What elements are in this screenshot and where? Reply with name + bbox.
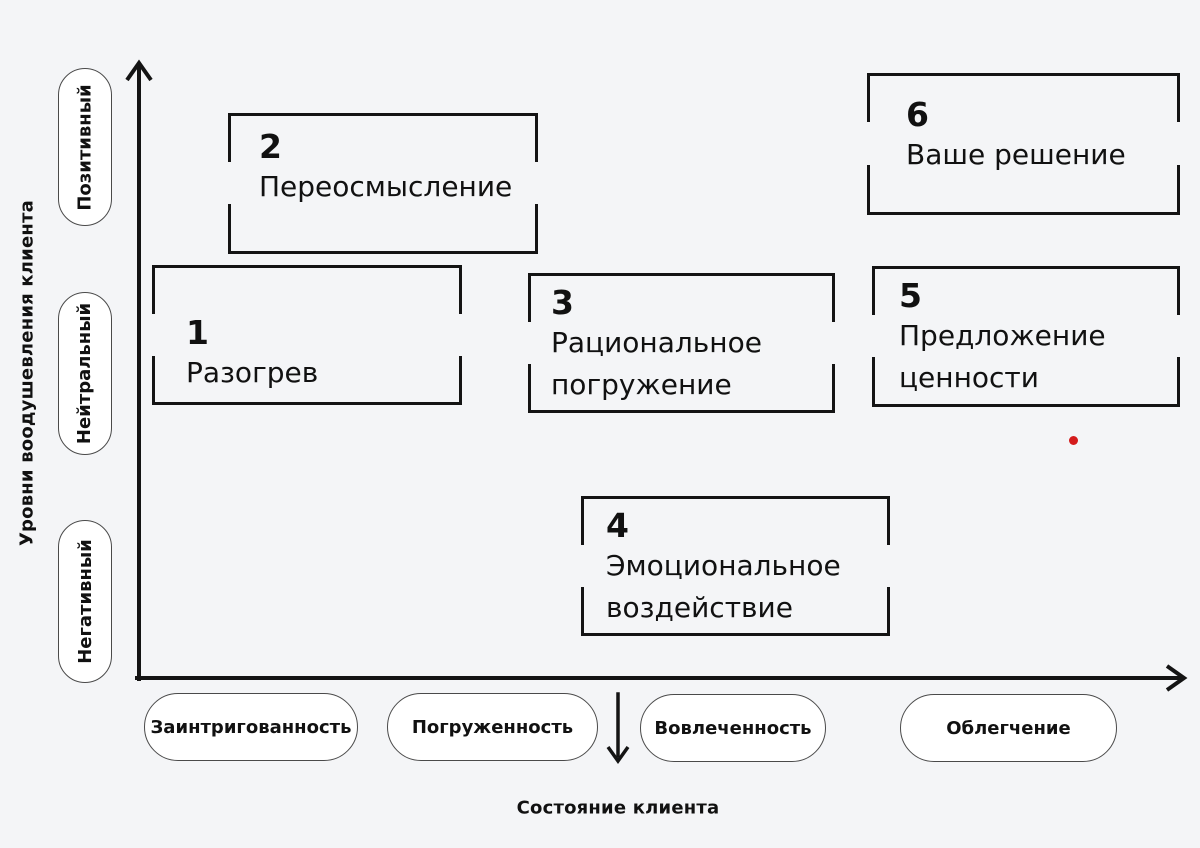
stage-title: Переосмысление — [259, 169, 513, 203]
y-axis-arrow-icon — [125, 59, 153, 82]
stage-title: Рациональное погружение — [551, 325, 762, 401]
x-tick-involvement: Вовлеченность — [640, 694, 826, 762]
x-tick-relief: Облегчение — [900, 694, 1117, 762]
stage-title: Эмоциональное воздействие — [606, 548, 841, 624]
x-tick-immersion: Погруженность — [387, 693, 598, 761]
y-axis-label: Уровни воодушевления клиента — [16, 199, 38, 547]
y-tick-neutral: Нейтральный — [58, 292, 112, 455]
stage-number: 4 — [606, 506, 629, 545]
down-arrow-icon — [606, 745, 630, 765]
stage-box-4: 4 Эмоциональное воздействие — [581, 496, 890, 636]
stage-number: 1 — [186, 313, 209, 352]
x-axis-arrow-icon — [1165, 664, 1188, 692]
y-tick-label: Позитивный — [74, 83, 96, 211]
stage-box-5: 5 Предложение ценности — [872, 266, 1180, 407]
stage-number: 6 — [906, 95, 929, 134]
x-axis-label: Состояние клиента — [516, 797, 720, 819]
y-tick-label: Нейтральный — [74, 302, 96, 445]
stage-number: 3 — [551, 283, 574, 322]
stage-number: 5 — [899, 276, 922, 315]
y-tick-negative: Негативный — [58, 520, 112, 683]
stage-title: Разогрев — [186, 355, 319, 389]
stage-title: Ваше решение — [906, 137, 1126, 171]
stage-title: Предложение ценности — [899, 318, 1106, 394]
stage-box-6: 6 Ваше решение — [867, 73, 1180, 215]
stage-box-2: 2 Переосмысление — [228, 113, 538, 254]
x-tick-intrigue: Заинтригованность — [144, 693, 358, 761]
stage-box-3: 3 Рациональное погружение — [528, 273, 835, 413]
red-dot-marker — [1069, 436, 1078, 445]
stage-number: 2 — [259, 127, 282, 166]
y-tick-label: Негативный — [74, 539, 96, 664]
stage-box-1: 1 Разогрев — [152, 265, 462, 405]
y-tick-positive: Позитивный — [58, 68, 112, 226]
